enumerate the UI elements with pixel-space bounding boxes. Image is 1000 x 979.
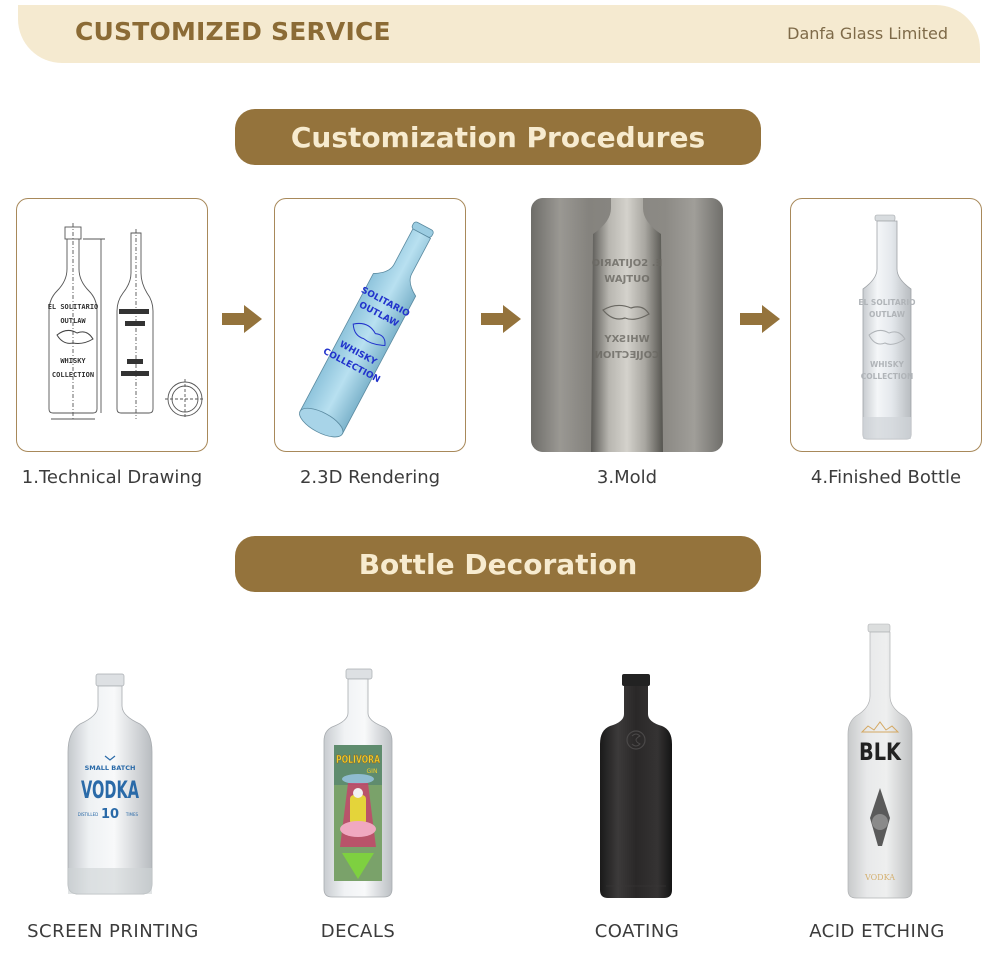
- svg-text:WAJTUO: WAJTUO: [604, 274, 649, 285]
- svg-text:ИOITƆƎJJOƆ: ИOITƆƎJJOƆ: [595, 350, 660, 361]
- technical-drawing-image: EL SOLITARIO OUTLAW WHISKY COLLECTION: [48, 223, 205, 420]
- svg-text:VODKA: VODKA: [864, 873, 895, 882]
- mold-image: ОIЯATIJO2 .Ǝ WAJTUO YXƧIHW ИOITƆƎJJOƆ: [531, 198, 723, 452]
- arrow-right-icon: [740, 305, 780, 333]
- svg-text:VODKA: VODKA: [81, 776, 139, 804]
- svg-text:OUTLAW: OUTLAW: [60, 317, 86, 325]
- step-card-3d-rendering: SOLITARIO OUTLAW WHISKY COLLECTION: [274, 198, 466, 452]
- svg-text:EL SOLITARIO: EL SOLITARIO: [48, 303, 99, 311]
- step-card-finished-bottle: EL SOLITARIO OUTLAW WHISKY COLLECTION: [790, 198, 982, 452]
- section-title: Customization Procedures: [290, 120, 706, 154]
- decoration-acid-etching-image: BLK VODKA: [842, 622, 918, 902]
- decoration-screen-printing-image: SMALL BATCH VODKA DISTILLED 10 TIMES: [60, 672, 160, 902]
- header-banner: [18, 5, 980, 63]
- company-name: Danfa Glass Limited: [787, 24, 948, 43]
- svg-text:10: 10: [101, 807, 119, 822]
- svg-text:EL SOLITARIO: EL SOLITARIO: [858, 298, 915, 307]
- decoration-coating-image: [596, 672, 676, 902]
- svg-text:COLLECTION: COLLECTION: [861, 372, 914, 381]
- svg-text:WHISKY: WHISKY: [870, 360, 905, 369]
- decoration-label: DECALS: [320, 921, 396, 942]
- section-heading-decoration: Bottle Decoration: [235, 536, 761, 592]
- svg-text:DISTILLED: DISTILLED: [78, 812, 99, 817]
- section-heading-procedures: Customization Procedures: [235, 109, 761, 165]
- svg-text:GIN: GIN: [367, 768, 378, 775]
- finished-bottle-image: EL SOLITARIO OUTLAW WHISKY COLLECTION: [858, 214, 916, 440]
- decoration-label: ACID ETCHING: [809, 921, 945, 942]
- arrow-right-icon: [222, 305, 262, 333]
- svg-text:OUTLAW: OUTLAW: [869, 310, 906, 319]
- step-label: 2.3D Rendering: [299, 467, 441, 488]
- svg-text:YXƧIHW: YXƧIHW: [603, 334, 649, 345]
- step-card-mold: ОIЯATIJO2 .Ǝ WAJTUO YXƧIHW ИOITƆƎJJOƆ: [531, 198, 723, 452]
- section-title: Bottle Decoration: [358, 547, 638, 581]
- svg-text:WHISKY: WHISKY: [60, 357, 86, 365]
- decoration-label: COATING: [594, 921, 680, 942]
- step-card-technical-drawing: EL SOLITARIO OUTLAW WHISKY COLLECTION: [16, 198, 208, 452]
- 3d-rendering-image: SOLITARIO OUTLAW WHISKY COLLECTION: [299, 221, 434, 438]
- svg-text:COLLECTION: COLLECTION: [52, 371, 94, 379]
- svg-text:ОIЯATIJO2 .Ǝ: ОIЯATIJO2 .Ǝ: [592, 258, 663, 269]
- page-title: CUSTOMIZED SERVICE: [75, 17, 391, 46]
- svg-text:SMALL BATCH: SMALL BATCH: [85, 764, 136, 772]
- step-label: 4.Finished Bottle: [810, 467, 962, 488]
- arrow-right-icon: [481, 305, 521, 333]
- step-label: 1.Technical Drawing: [21, 467, 203, 488]
- decoration-decals-image: POLIVORA GIN: [318, 667, 398, 902]
- step-label: 3.Mold: [596, 467, 658, 488]
- svg-text:TIMES: TIMES: [125, 812, 139, 817]
- svg-text:BLK: BLK: [859, 738, 902, 766]
- svg-text:POLIVORA: POLIVORA: [336, 753, 380, 766]
- decoration-label: SCREEN PRINTING: [27, 921, 199, 942]
